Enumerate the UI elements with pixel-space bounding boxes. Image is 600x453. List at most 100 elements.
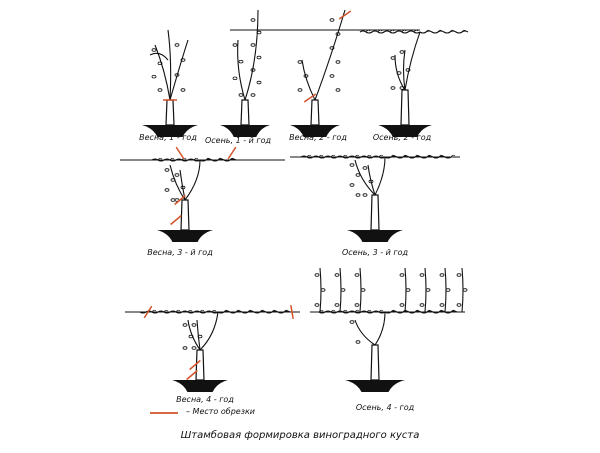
bud <box>445 288 451 292</box>
soil-mound <box>142 125 198 137</box>
bud <box>355 193 361 197</box>
tendril <box>229 157 235 161</box>
bud <box>238 93 244 97</box>
bud <box>182 323 188 327</box>
cut-mark <box>174 194 186 206</box>
bud <box>314 303 320 307</box>
bud <box>439 303 445 307</box>
tendril <box>205 157 211 161</box>
bud <box>170 198 176 202</box>
vine-cane <box>318 310 386 314</box>
vine-trunk <box>180 199 190 231</box>
tendril <box>330 154 336 158</box>
tendril <box>175 309 181 313</box>
bud <box>340 288 346 292</box>
bud <box>362 166 368 170</box>
bud <box>164 188 170 192</box>
bud <box>354 273 360 277</box>
bud <box>157 88 163 92</box>
cut-mark <box>175 146 185 160</box>
tendril <box>354 309 360 313</box>
cut-mark <box>227 146 237 160</box>
bud <box>425 288 431 292</box>
bud <box>399 273 405 277</box>
vine-cane <box>419 30 469 34</box>
soil-mound <box>220 125 270 137</box>
panel-label-autumn-4: Осень, 4 - год <box>355 403 415 412</box>
vine-cane <box>167 29 172 101</box>
vine-cane <box>244 9 259 101</box>
vine-trunk <box>195 349 205 381</box>
vine-cane <box>151 158 201 162</box>
vine-cane <box>237 39 246 101</box>
tendril <box>366 309 372 313</box>
bud <box>405 288 411 292</box>
vine-cane <box>169 39 189 101</box>
bud <box>334 273 340 277</box>
bud <box>250 93 256 97</box>
soil-mound <box>345 380 405 392</box>
bud <box>349 320 355 324</box>
tendril <box>438 309 444 313</box>
bud <box>197 334 203 339</box>
tendril <box>217 157 223 161</box>
tendril <box>426 154 432 158</box>
bud <box>362 193 368 197</box>
tendril <box>390 309 396 313</box>
bud <box>250 68 256 72</box>
bud <box>174 43 180 47</box>
bud <box>390 86 396 90</box>
bud <box>368 179 374 184</box>
bud <box>349 163 355 167</box>
tendril <box>151 309 157 313</box>
bud <box>157 61 163 66</box>
tendril <box>438 154 444 158</box>
bud <box>329 46 335 50</box>
bud <box>354 303 360 307</box>
tendril <box>389 29 395 33</box>
soil-mound <box>347 230 403 242</box>
panel-label-autumn-1: Осень, 1 - й год <box>204 136 272 145</box>
bud <box>334 303 340 307</box>
cut-mark <box>338 10 352 20</box>
tendril <box>365 29 371 33</box>
bud <box>232 76 238 81</box>
tendril <box>437 29 443 33</box>
tendril <box>378 154 384 158</box>
tendril <box>366 154 372 158</box>
tendril <box>223 309 229 313</box>
tendril <box>342 309 348 313</box>
vine-trunk <box>370 344 380 381</box>
vine-cane <box>149 52 169 61</box>
tendril <box>414 309 420 313</box>
bud <box>170 178 176 182</box>
bud <box>456 303 462 307</box>
tendril <box>450 309 456 313</box>
bud <box>439 273 445 277</box>
bud <box>188 334 194 339</box>
tendril <box>450 154 456 158</box>
vine-cane <box>314 9 346 101</box>
vine-cane <box>196 319 201 351</box>
vine-trunk <box>400 89 410 126</box>
vine-trunk <box>165 99 175 126</box>
cut-mark <box>143 305 153 319</box>
soil-mound <box>290 125 340 137</box>
tendril <box>414 154 420 158</box>
cut-mark <box>189 359 201 371</box>
bud <box>250 18 256 22</box>
tendril <box>157 157 163 161</box>
bud <box>151 48 157 52</box>
soil-mound <box>378 125 432 137</box>
tendril <box>354 154 360 158</box>
bud <box>250 43 256 47</box>
cut-mark <box>186 369 198 381</box>
bud <box>180 88 186 92</box>
vine-cane <box>179 169 186 201</box>
legend-label: – Место обрезки <box>186 407 255 416</box>
vine-cane <box>404 31 421 91</box>
tendril <box>235 309 241 313</box>
bud <box>456 273 462 277</box>
vine-cane <box>402 49 406 91</box>
